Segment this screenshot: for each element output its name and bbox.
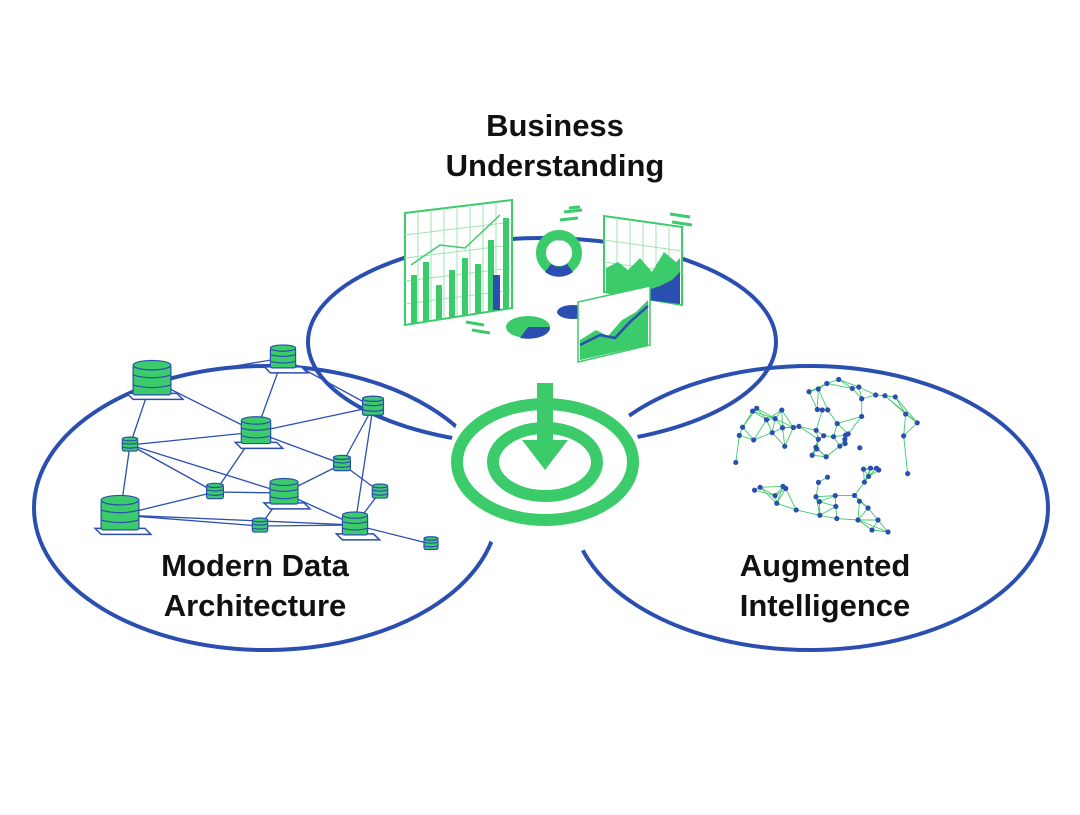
database-icon xyxy=(122,437,137,451)
database-icon xyxy=(336,512,379,540)
database-icon xyxy=(264,345,307,373)
database-icon xyxy=(372,484,387,498)
data-label-line-2: Architecture xyxy=(110,586,400,626)
modern-data-architecture-label: Modern Data Architecture xyxy=(110,546,400,626)
brain-network-icon xyxy=(733,377,920,535)
database-icon xyxy=(363,396,384,415)
brain-network-nodes xyxy=(733,377,920,535)
database-icon xyxy=(252,518,267,532)
dashboard-charts-icon xyxy=(405,200,692,362)
ai-label-line-2: Intelligence xyxy=(680,586,970,626)
database-icon xyxy=(334,455,351,470)
database-icon xyxy=(235,417,282,449)
database-icon xyxy=(127,360,183,399)
data-label-line-1: Modern Data xyxy=(110,546,400,586)
ai-label-line-1: Augmented xyxy=(680,546,970,586)
business-label-line-2: Understanding xyxy=(400,146,710,186)
business-label-line-1: Business xyxy=(400,106,710,146)
augmented-intelligence-label: Augmented Intelligence xyxy=(680,546,970,626)
database-network-icon xyxy=(95,345,438,550)
database-icon xyxy=(207,483,224,498)
database-icon xyxy=(95,495,151,534)
database-icon xyxy=(424,537,438,550)
business-understanding-label: Business Understanding xyxy=(400,106,710,186)
